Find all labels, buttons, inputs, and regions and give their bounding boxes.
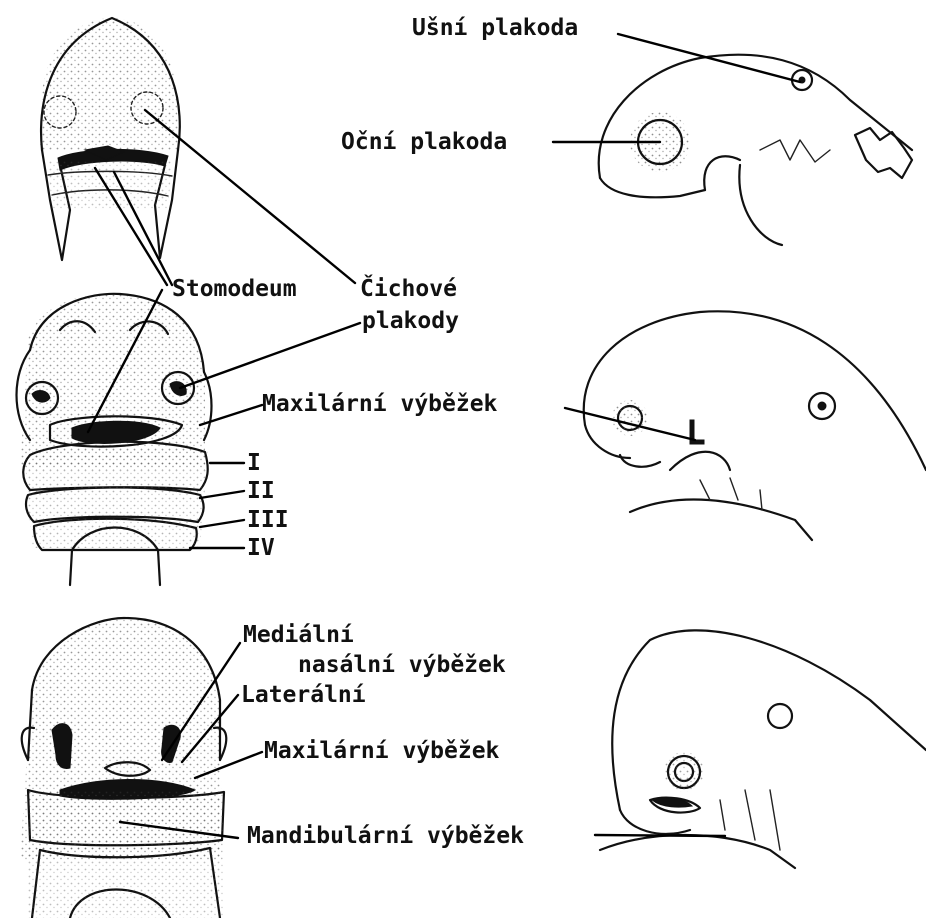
label-ocni-plakoda: Oční plakoda (341, 128, 507, 156)
label-arch-iii: III (247, 506, 289, 534)
label-maxilarni-vybezek-top: Maxilární výběžek (262, 390, 497, 418)
label-mandibularni-vybezek: Mandibulární výběžek (247, 822, 524, 850)
label-arch-iv: IV (247, 534, 275, 562)
embryo-frontal-middle (17, 294, 212, 585)
label-plakody: plakody (362, 307, 459, 335)
embryo-lateral-early (599, 55, 912, 245)
embryo-lateral-late (600, 630, 926, 868)
label-cichove: Čichové (360, 275, 457, 303)
embryo-frontal-late (20, 618, 226, 918)
label-usni-plakoda: Ušní plakoda (412, 14, 578, 42)
label-stomodeum: Stomodeum (172, 275, 297, 303)
label-nasalni-vybezek: nasální výběžek (298, 651, 506, 679)
label-arch-ii: II (247, 477, 275, 505)
label-lateralni: Laterální (241, 681, 366, 709)
label-medialni: Mediální (243, 621, 354, 649)
label-maxilarni-vybezek-bottom: Maxilární výběžek (264, 737, 499, 765)
embryo-frontal-early (40, 18, 180, 260)
label-arch-i: I (247, 449, 261, 477)
